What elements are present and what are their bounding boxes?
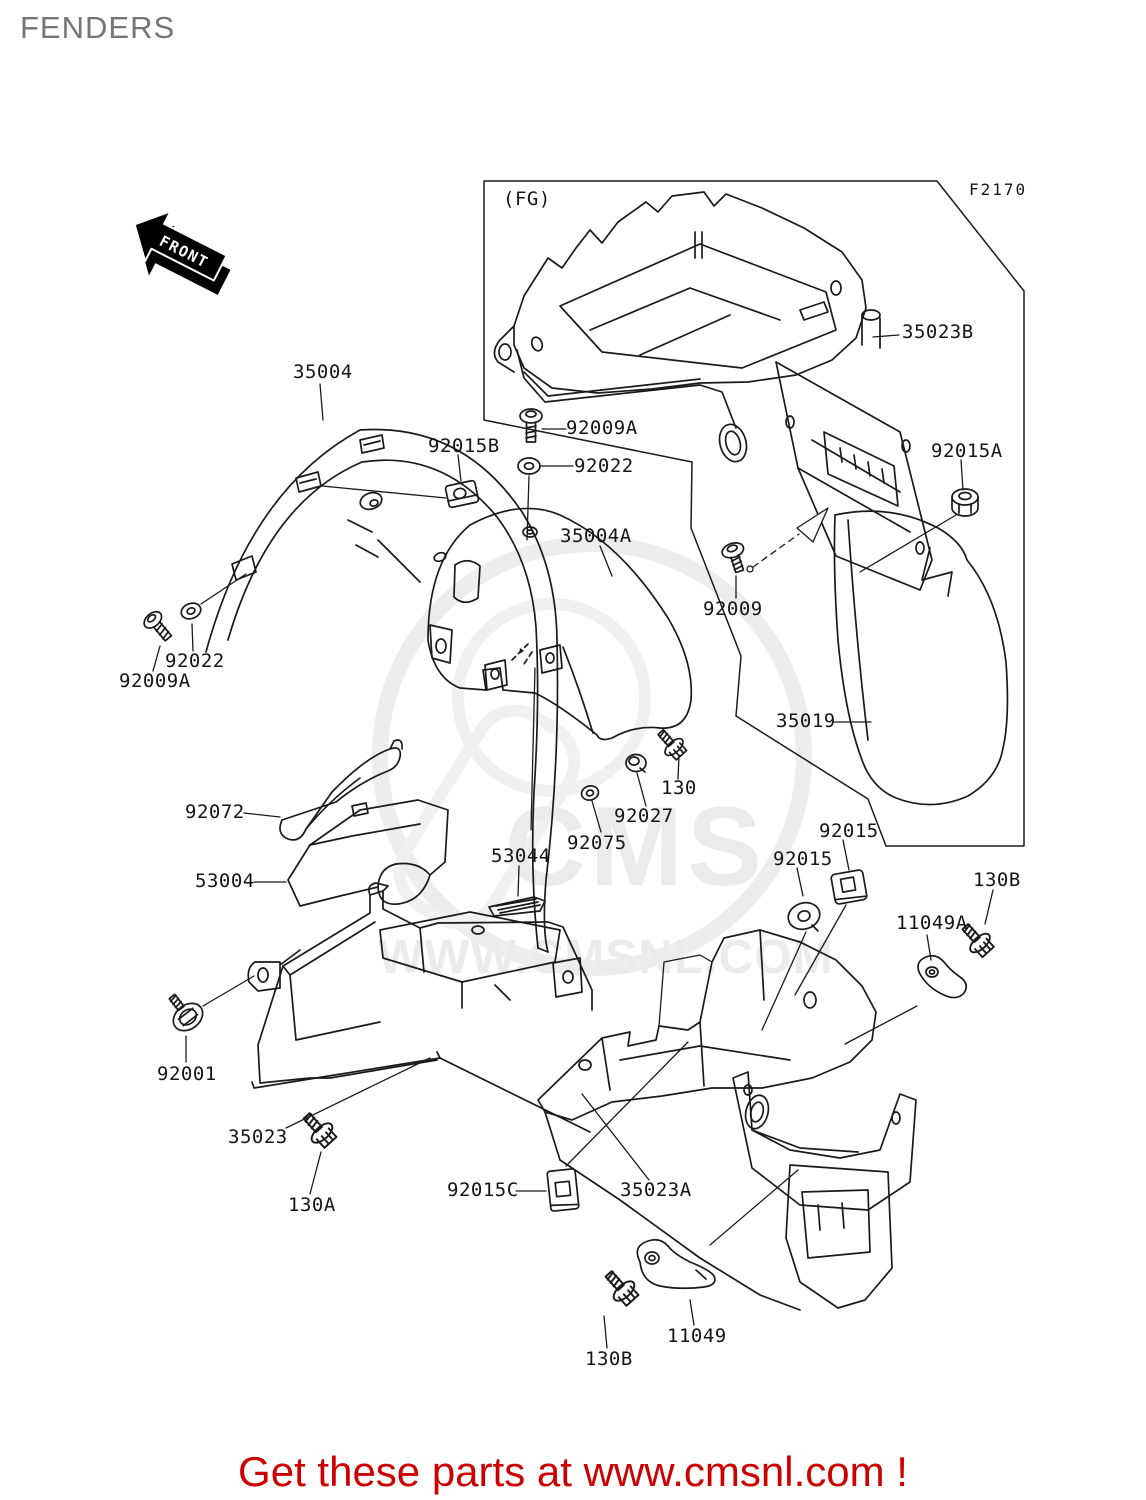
part-label-92009A-top: 92009A (566, 417, 638, 439)
bolt-130B-bottom-icon (604, 1270, 640, 1307)
part-label-53044: 53044 (491, 845, 551, 867)
clip-92015-upper-icon (830, 869, 868, 905)
part-label-35023B: 35023B (902, 321, 974, 343)
front-arrow-icon: FRONT (133, 210, 231, 295)
part-label-130B-top: 130B (973, 869, 1021, 891)
bracket-11049-icon (636, 1238, 716, 1290)
part-label-92027: 92027 (614, 805, 674, 827)
rear-fender-rear-35019 (833, 510, 1009, 806)
grommet-92027-icon (625, 753, 647, 773)
part-label-92015-right: 92015 (819, 820, 879, 842)
part-label-92015A: 92015A (931, 440, 1003, 462)
part-label-92075: 92075 (567, 832, 627, 854)
part-label-92009A-left: 92009A (119, 670, 191, 692)
diagram-code-label: F2170 (969, 180, 1028, 199)
washer-92022-top-icon (517, 457, 541, 475)
part-label-92072: 92072 (185, 801, 245, 823)
part-label-11049A: 11049A (896, 912, 968, 934)
variant-label-fg: (FG) (503, 188, 551, 210)
fg-variant-box (483, 180, 1025, 847)
cover-53004 (287, 799, 449, 907)
cmsnl-footer-link[interactable]: Get these parts at www.cmsnl.com ! (238, 1448, 908, 1495)
part-label-92009: 92009 (703, 598, 763, 620)
bolt-130-icon (657, 728, 688, 761)
part-label-11049: 11049 (667, 1325, 727, 1347)
part-label-130B-bottom: 130B (585, 1348, 633, 1370)
part-label-92015C: 92015C (447, 1179, 519, 1201)
part-label-130: 130 (661, 777, 697, 799)
part-label-35004: 35004 (293, 361, 353, 383)
watermark-url-text: WWW.CMSNL.COM (378, 931, 834, 984)
part-label-35023A: 35023A (620, 1179, 692, 1201)
front-fender-35004A (427, 507, 693, 741)
nut-92015A-icon (951, 488, 979, 517)
rear-fender-rear-35023A (537, 929, 917, 1311)
part-label-92015-left: 92015 (773, 848, 833, 870)
washer-92075-icon (580, 785, 600, 801)
bolt-92001-icon (168, 993, 204, 1032)
part-label-130A: 130A (288, 1194, 336, 1216)
screw-92009A-left-icon (143, 610, 173, 642)
grommet-92015-left-icon (787, 901, 821, 932)
bolt-130A-icon (302, 1112, 338, 1149)
clip-92015B-icon (444, 479, 480, 509)
screw-92009-icon (721, 542, 745, 574)
bolt-130B-top-icon (961, 923, 995, 959)
clip-92015C-icon (546, 1168, 580, 1212)
stay-92072 (279, 739, 403, 841)
page-title: FENDERS (20, 10, 176, 45)
part-label-92022-left: 92022 (165, 650, 225, 672)
part-label-92015B: 92015B (428, 435, 500, 457)
bracket-11049A-icon (917, 954, 968, 999)
screw-92009A-top-icon (519, 408, 543, 443)
watermark-cms-text: CMS (505, 784, 766, 909)
leader-lines (152, 334, 994, 1349)
part-label-35019: 35019 (776, 710, 836, 732)
part-label-92022-top: 92022 (574, 455, 634, 477)
part-label-53004: 53004 (195, 870, 255, 892)
part-label-35004A: 35004A (560, 525, 632, 547)
part-label-35023: 35023 (228, 1126, 288, 1148)
rear-fender-assembly-35023B (493, 191, 933, 591)
pad-53044 (488, 896, 546, 917)
rear-fender-front-35023 (247, 882, 593, 1133)
washer-92022-left-icon (180, 602, 202, 620)
part-label-92001: 92001 (157, 1063, 217, 1085)
